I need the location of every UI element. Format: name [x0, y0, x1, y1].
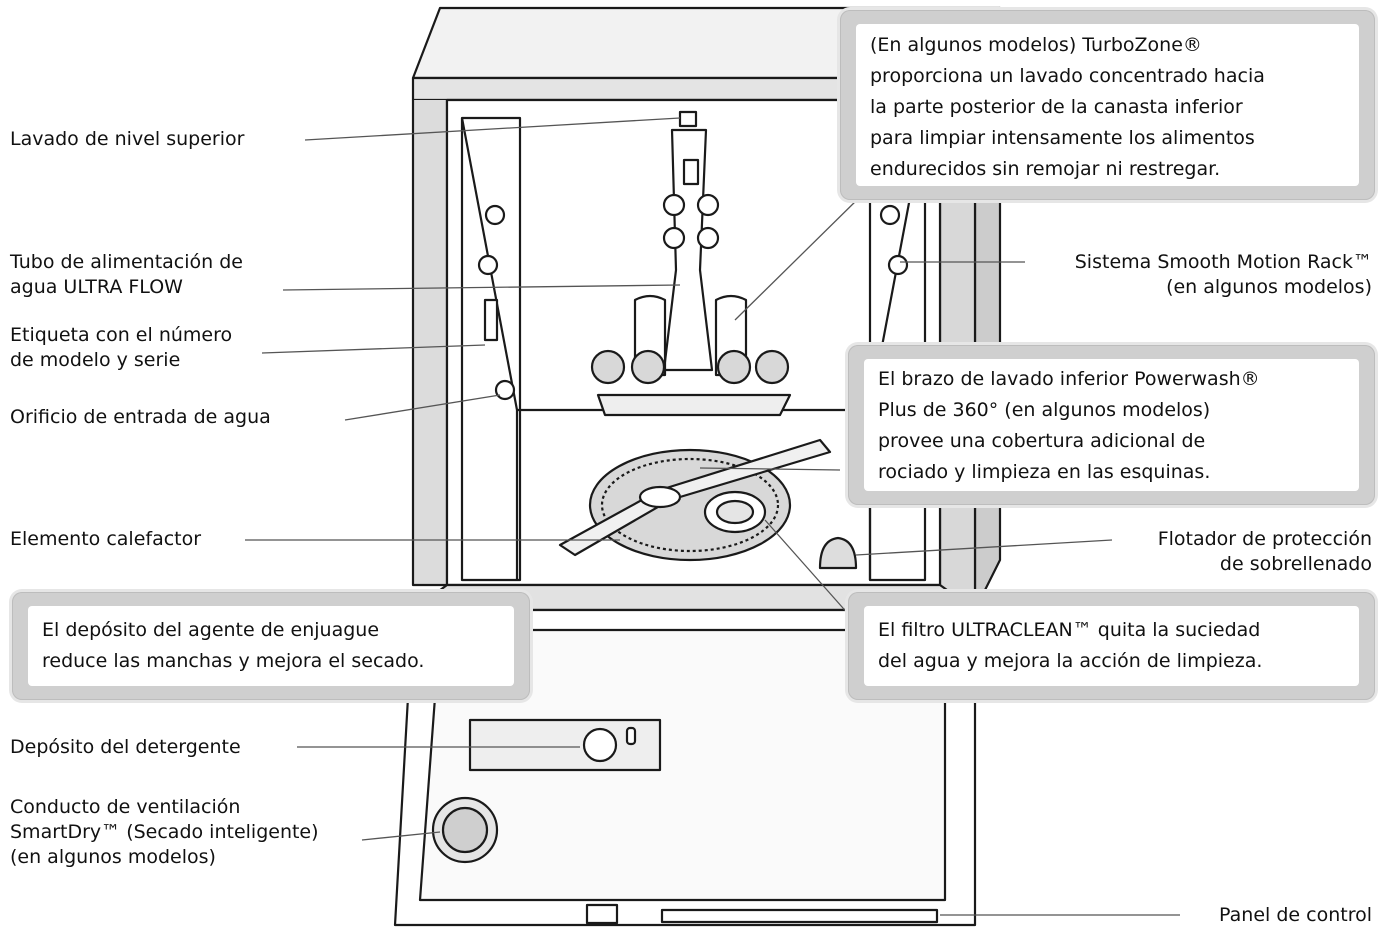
label-orificio-entrada: Orificio de entrada de agua — [10, 405, 271, 430]
callout-line: proporciona un lavado concentrado hacia — [870, 61, 1345, 92]
feed-tube-port-4 — [698, 228, 718, 248]
turbozone-jet-2 — [632, 351, 664, 383]
top-spray-nozzle — [680, 112, 696, 126]
callout-filtro-text: El filtro ULTRACLEAN™ quita la suciedad … — [864, 606, 1359, 686]
callout-line: rociado y limpieza en las esquinas. — [878, 457, 1345, 488]
callout-line: El brazo de lavado inferior Powerwash® — [878, 364, 1345, 395]
rack-roller-right-1 — [881, 206, 899, 224]
callout-line: (En algunos modelos) TurboZone® — [870, 30, 1345, 61]
cabinet-left-side — [413, 100, 447, 585]
callout-line: provee una cobertura adicional de — [878, 426, 1345, 457]
label-line: de sobrellenado — [1158, 552, 1372, 577]
label-line: Depósito del detergente — [10, 735, 241, 760]
turbozone-jet-4 — [756, 351, 788, 383]
callout-line: del agua y mejora la acción de limpieza. — [878, 646, 1345, 677]
callout-filtro: El filtro ULTRACLEAN™ quita la suciedad … — [848, 592, 1375, 700]
label-line: Sistema Smooth Motion Rack™ — [1075, 250, 1372, 275]
feed-tube-port-2 — [698, 195, 718, 215]
lower-wash-arm-hub — [640, 487, 680, 507]
serial-label — [485, 300, 497, 340]
feed-tube-tag — [684, 160, 698, 184]
callout-line: reduce las manchas y mejora el secado. — [42, 646, 500, 677]
label-line: Lavado de nivel superior — [10, 127, 244, 152]
label-lavado-superior: Lavado de nivel superior — [10, 127, 244, 152]
label-etiqueta-modelo: Etiqueta con el número de modelo y serie — [10, 323, 232, 373]
callout-enjuague: El depósito del agente de enjuague reduc… — [12, 592, 530, 700]
label-line: Flotador de protección — [1158, 527, 1372, 552]
callout-powerwash-text: El brazo de lavado inferior Powerwash® P… — [864, 359, 1359, 491]
label-line: Elemento calefactor — [10, 527, 201, 552]
callout-powerwash: El brazo de lavado inferior Powerwash® P… — [848, 345, 1375, 505]
label-deposito-detergente: Depósito del detergente — [10, 735, 241, 760]
rinse-aid-indicator — [627, 728, 635, 744]
callout-line: Plus de 360° (en algunos modelos) — [878, 395, 1345, 426]
label-flotador-proteccion: Flotador de protección de sobrellenado — [1158, 527, 1372, 577]
label-line: agua ULTRA FLOW — [10, 275, 243, 300]
rack-roller-left-2 — [479, 256, 497, 274]
label-line: Conducto de ventilación — [10, 795, 319, 820]
turbozone-manifold — [598, 395, 790, 415]
callout-turbozone: (En algunos modelos) TurboZone® proporci… — [840, 10, 1375, 200]
label-panel-control: Panel de control — [1219, 903, 1372, 928]
callout-line: El filtro ULTRACLEAN™ quita la suciedad — [878, 615, 1345, 646]
callout-turbozone-text: (En algunos modelos) TurboZone® proporci… — [856, 24, 1359, 186]
ultraclean-filter-inner — [717, 501, 753, 523]
control-panel-slot — [662, 910, 937, 922]
feed-tube-port-3 — [664, 228, 684, 248]
label-line: SmartDry™ (Secado inteligente) — [10, 820, 319, 845]
rack-roller-right-2 — [889, 256, 907, 274]
label-line: (en algunos modelos) — [1075, 275, 1372, 300]
smartdry-vent-inner — [443, 808, 487, 852]
callout-line: endurecidos sin remojar ni restregar. — [870, 154, 1345, 185]
label-line: de modelo y serie — [10, 348, 232, 373]
callout-enjuague-text: El depósito del agente de enjuague reduc… — [28, 606, 514, 686]
feed-tube-port-1 — [664, 195, 684, 215]
callout-line: El depósito del agente de enjuague — [42, 615, 500, 646]
water-inlet-port — [496, 381, 514, 399]
callout-line: para limpiar intensamente los alimentos — [870, 123, 1345, 154]
control-panel-button — [587, 905, 617, 923]
callout-line: la parte posterior de la canasta inferio… — [870, 92, 1345, 123]
turbozone-jet-1 — [592, 351, 624, 383]
label-line: Orificio de entrada de agua — [10, 405, 271, 430]
label-line: Panel de control — [1219, 903, 1372, 928]
rack-roller-left-1 — [486, 206, 504, 224]
label-elemento-calefactor: Elemento calefactor — [10, 527, 201, 552]
label-line: Tubo de alimentación de — [10, 250, 243, 275]
label-tubo-alimentacion: Tubo de alimentación de agua ULTRA FLOW — [10, 250, 243, 300]
label-conducto-ventilacion: Conducto de ventilación SmartDry™ (Secad… — [10, 795, 319, 870]
turbozone-jet-3 — [718, 351, 750, 383]
label-line: Etiqueta con el número — [10, 323, 232, 348]
detergent-dispenser-cap — [584, 729, 616, 761]
label-line: (en algunos modelos) — [10, 845, 319, 870]
label-sistema-smooth-motion: Sistema Smooth Motion Rack™ (en algunos … — [1075, 250, 1372, 300]
